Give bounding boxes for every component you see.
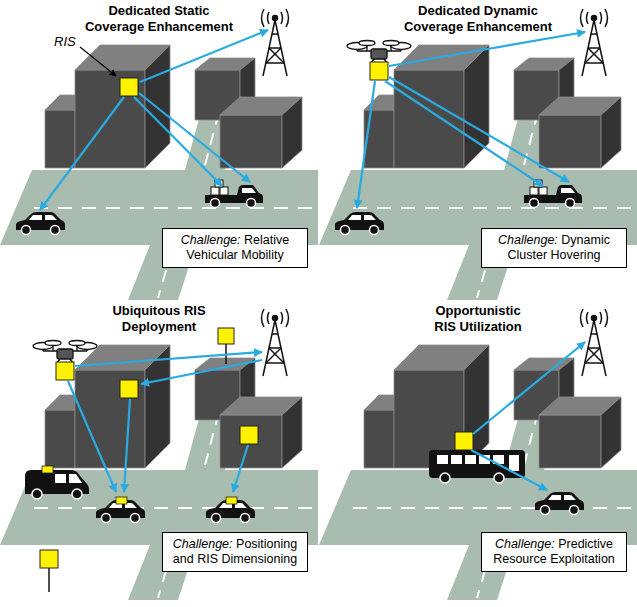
base-station [262,9,289,76]
car [335,212,384,235]
drone [347,41,411,64]
part-label: RIS [54,34,76,49]
ubiquitous-panel [0,309,318,600]
van [25,470,89,499]
ris-panel [240,426,258,444]
opportunistic-panel [319,309,637,600]
panel-title: Dedicated Static Coverage Enhancement [79,3,239,35]
drone [33,341,97,364]
challenge-heading: Challenge: [173,537,233,551]
car [16,212,65,235]
base-station [581,9,608,76]
city [319,345,637,600]
challenge-heading: Challenge: [181,233,241,247]
dynamic-panel [319,9,637,300]
panel-title: Ubiquitous RIS Deployment [79,303,239,335]
ris-panel [120,380,138,398]
city [319,45,637,300]
car [535,492,584,515]
city [0,345,318,600]
leader-line [80,47,116,76]
truck [205,180,263,208]
ris-panel [40,550,58,568]
challenge-box: Challenge:Dynamic Cluster Hovering [481,228,627,268]
signal-arrows [40,30,268,210]
bus [429,450,525,483]
panel-title: Dedicated Dynamic Coverage Enhancement [398,3,558,35]
ris-panel [120,78,138,96]
ris-panel [56,362,74,380]
ris-panel [455,432,473,450]
challenge-box: Challenge:Predictive Resource Exploitati… [481,532,627,572]
signal-arrows [68,352,262,492]
truck [524,180,582,208]
static-panel [0,9,318,300]
signal-arrows [471,342,585,490]
ris-panel [226,497,237,504]
challenge-heading: Challenge: [495,537,555,551]
challenge-heading: Challenge: [498,233,558,247]
ris-panel [218,328,234,344]
ris-panel [42,466,53,473]
ris-panel [370,62,388,80]
base-station [262,309,289,376]
panel-title: Opportunistic RIS Utilization [424,303,532,335]
challenge-box: Challenge:Relative Vehicular Mobility [162,228,308,268]
ris-panel [116,497,127,504]
signal-arrows [357,32,585,208]
challenge-box: Challenge:Positioning and RIS Dimensioni… [162,532,308,572]
city [0,45,318,300]
